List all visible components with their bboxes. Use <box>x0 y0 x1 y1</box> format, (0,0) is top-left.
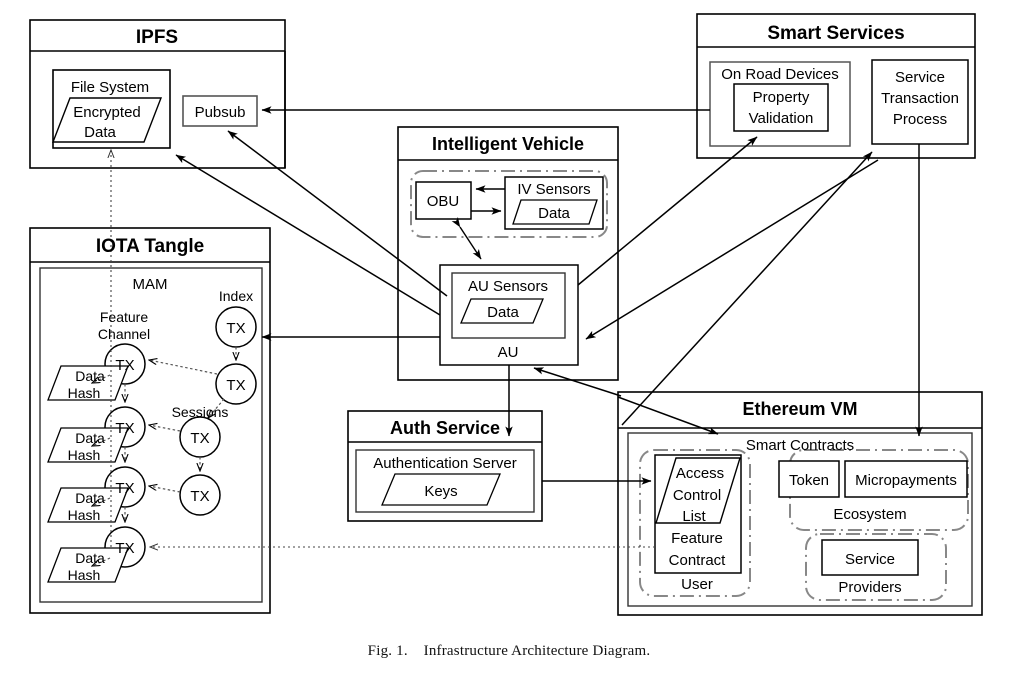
caption-prefix: Fig. 1. <box>367 643 408 659</box>
user-group-label: User <box>681 576 713 593</box>
data-hash-1-line2: Hash <box>68 385 101 401</box>
au-label: AU <box>498 344 519 361</box>
property-validation-line2: Validation <box>749 110 814 127</box>
feature-contract-line2: Contract <box>669 552 727 569</box>
sessions-label: Sessions <box>172 404 229 420</box>
data-hash-3-line2: Hash <box>68 507 101 523</box>
pubsub-label: Pubsub <box>195 104 246 121</box>
service-transaction-line1: Service <box>895 69 945 86</box>
mam-label: MAM <box>133 276 168 293</box>
encrypted-data-line2: Data <box>84 124 116 141</box>
panel-iota-tangle <box>29 227 271 614</box>
tx-node-channel-1: TX <box>115 357 134 374</box>
access-control-list-line1: Access <box>676 465 724 482</box>
encrypted-data-line1: Encrypted <box>73 104 141 121</box>
file-system-label: File System <box>71 79 149 96</box>
auth-service-title: Auth Service <box>390 418 500 438</box>
smart-contracts-label: Smart Contracts <box>746 437 854 454</box>
providers-group-label: Providers <box>838 579 901 596</box>
figure-caption: Fig. 1. Infrastructure Architecture Diag… <box>0 643 1018 660</box>
tx-node-index-1: TX <box>226 320 245 337</box>
intelligent-vehicle-title: Intelligent Vehicle <box>432 134 584 154</box>
feature-contract-line1: Feature <box>671 530 723 547</box>
data-hash-2-line2: Hash <box>68 447 101 463</box>
iv-sensors-label: IV Sensors <box>517 181 590 198</box>
panel-ipfs <box>29 19 286 169</box>
tx-node-channel-3: TX <box>115 480 134 497</box>
ethereum-vm-title: Ethereum VM <box>742 399 857 419</box>
tx-node-session-2: TX <box>190 488 209 505</box>
on-road-devices-label: On Road Devices <box>721 66 839 83</box>
data-hash-1-line1: Data <box>75 368 105 384</box>
authentication-server-label: Authentication Server <box>373 455 516 472</box>
panel-intelligent-vehicle <box>397 126 619 381</box>
service-transaction-line3: Process <box>893 111 947 128</box>
iv-sensors-data: Data <box>538 205 570 222</box>
access-control-list-line2: Control <box>673 487 721 504</box>
panel-auth-service <box>347 410 543 522</box>
tx-node-index-2: TX <box>226 377 245 394</box>
au-sensors-label: AU Sensors <box>468 278 548 295</box>
tx-node-session-1: TX <box>190 430 209 447</box>
feature-channel-line1: Feature <box>100 309 148 325</box>
caption-text: Infrastructure Architecture Diagram. <box>423 643 651 659</box>
token-label: Token <box>789 472 829 489</box>
ipfs-title: IPFS <box>136 27 178 48</box>
panel-smart-services <box>696 13 976 159</box>
feature-channel-line2: Channel <box>98 326 150 342</box>
access-control-list-line3: List <box>682 508 706 525</box>
service-label: Service <box>845 551 895 568</box>
panel-ethereum-vm <box>617 391 983 616</box>
obu-label: OBU <box>427 193 460 210</box>
property-validation-line1: Property <box>753 89 810 106</box>
smart-services-title: Smart Services <box>767 23 904 44</box>
index-label: Index <box>219 288 253 304</box>
keys-store-label: Keys <box>424 483 457 500</box>
data-hash-4-line2: Hash <box>68 567 101 583</box>
iota-tangle-title: IOTA Tangle <box>96 236 204 257</box>
connectors <box>111 51 923 547</box>
service-transaction-line2: Transaction <box>881 90 959 107</box>
data-hash-2-line1: Data <box>75 430 105 446</box>
tx-node-channel-2: TX <box>115 420 134 437</box>
au-sensors-data: Data <box>487 304 519 321</box>
ecosystem-group-label: Ecosystem <box>833 506 906 523</box>
data-hash-4-line1: Data <box>75 550 105 566</box>
micropayments-label: Micropayments <box>855 472 957 489</box>
diagram-labels: IPFS File System Encrypted Data Pubsub I… <box>68 23 959 596</box>
tx-node-channel-4: TX <box>115 540 134 557</box>
data-hash-3-line1: Data <box>75 490 105 506</box>
